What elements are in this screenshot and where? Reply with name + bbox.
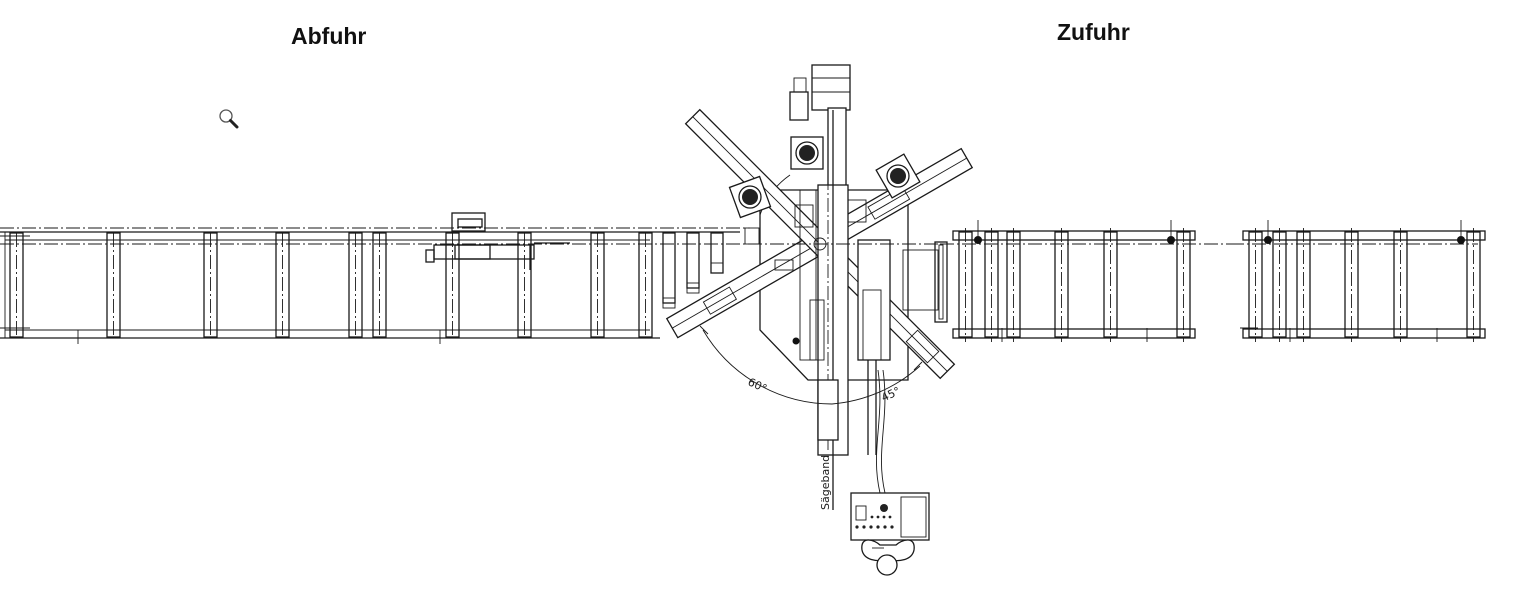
- cable: [876, 369, 886, 494]
- infeed-label: Zufuhr: [1057, 19, 1130, 45]
- angle-45-label: 45°: [879, 384, 902, 404]
- infeed-conveyor-2: [1230, 220, 1486, 342]
- angle-60-label: 60°: [746, 375, 769, 395]
- saw-unit: [660, 64, 974, 510]
- infeed-conveyor-1: [934, 220, 1240, 342]
- saw-band-label-group: Sägeband: [819, 455, 832, 510]
- saw-band-label: Sägeband: [819, 455, 832, 510]
- control-panel: [850, 492, 930, 541]
- magnifier-icon: [219, 109, 239, 129]
- outfeed-conveyor: [0, 212, 760, 344]
- operator-figure: [861, 539, 915, 576]
- zoom-button[interactable]: [218, 108, 240, 130]
- outfeed-label: Abfuhr: [291, 23, 367, 49]
